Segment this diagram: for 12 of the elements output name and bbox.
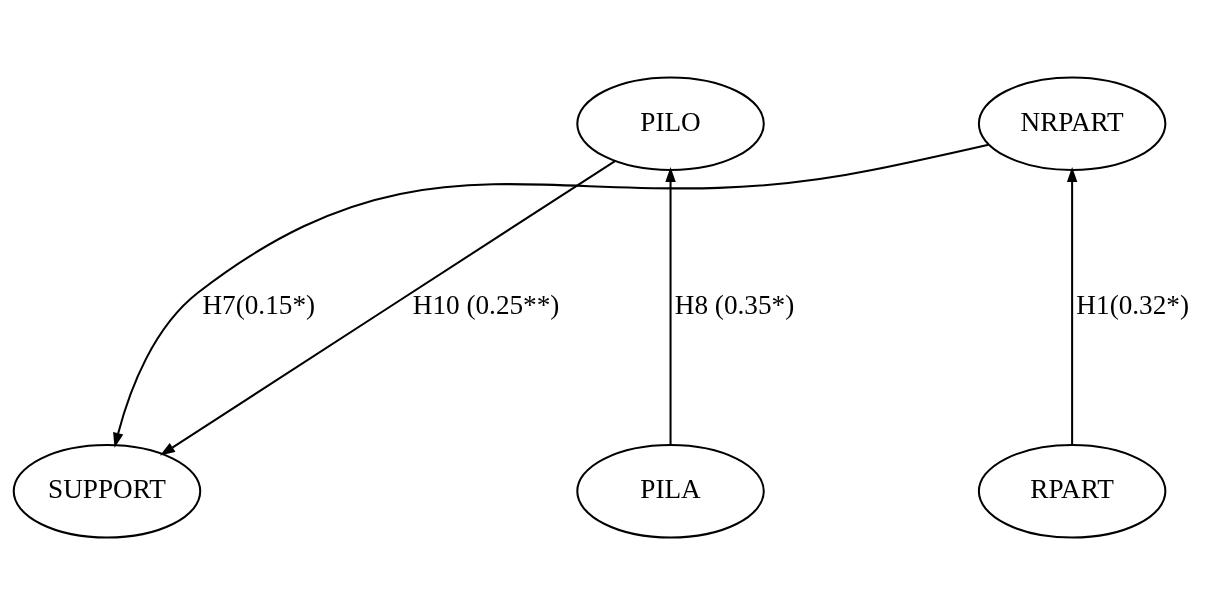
node-ellipse: PILA <box>576 443 765 539</box>
node-ellipse: PILO <box>576 75 765 171</box>
edge-label: H10 (0.25**) <box>412 289 560 320</box>
node-ellipse: RPART <box>977 443 1167 539</box>
arrow <box>159 159 616 456</box>
arrow <box>1066 166 1078 445</box>
edge-label: H1(0.32*) <box>1076 289 1190 320</box>
edge-label: H8 (0.35*) <box>674 289 795 320</box>
node-ellipse: NRPART <box>977 75 1167 171</box>
arrow <box>665 166 676 445</box>
arrow <box>113 143 989 448</box>
edge-label: H7(0.15*) <box>202 289 316 320</box>
